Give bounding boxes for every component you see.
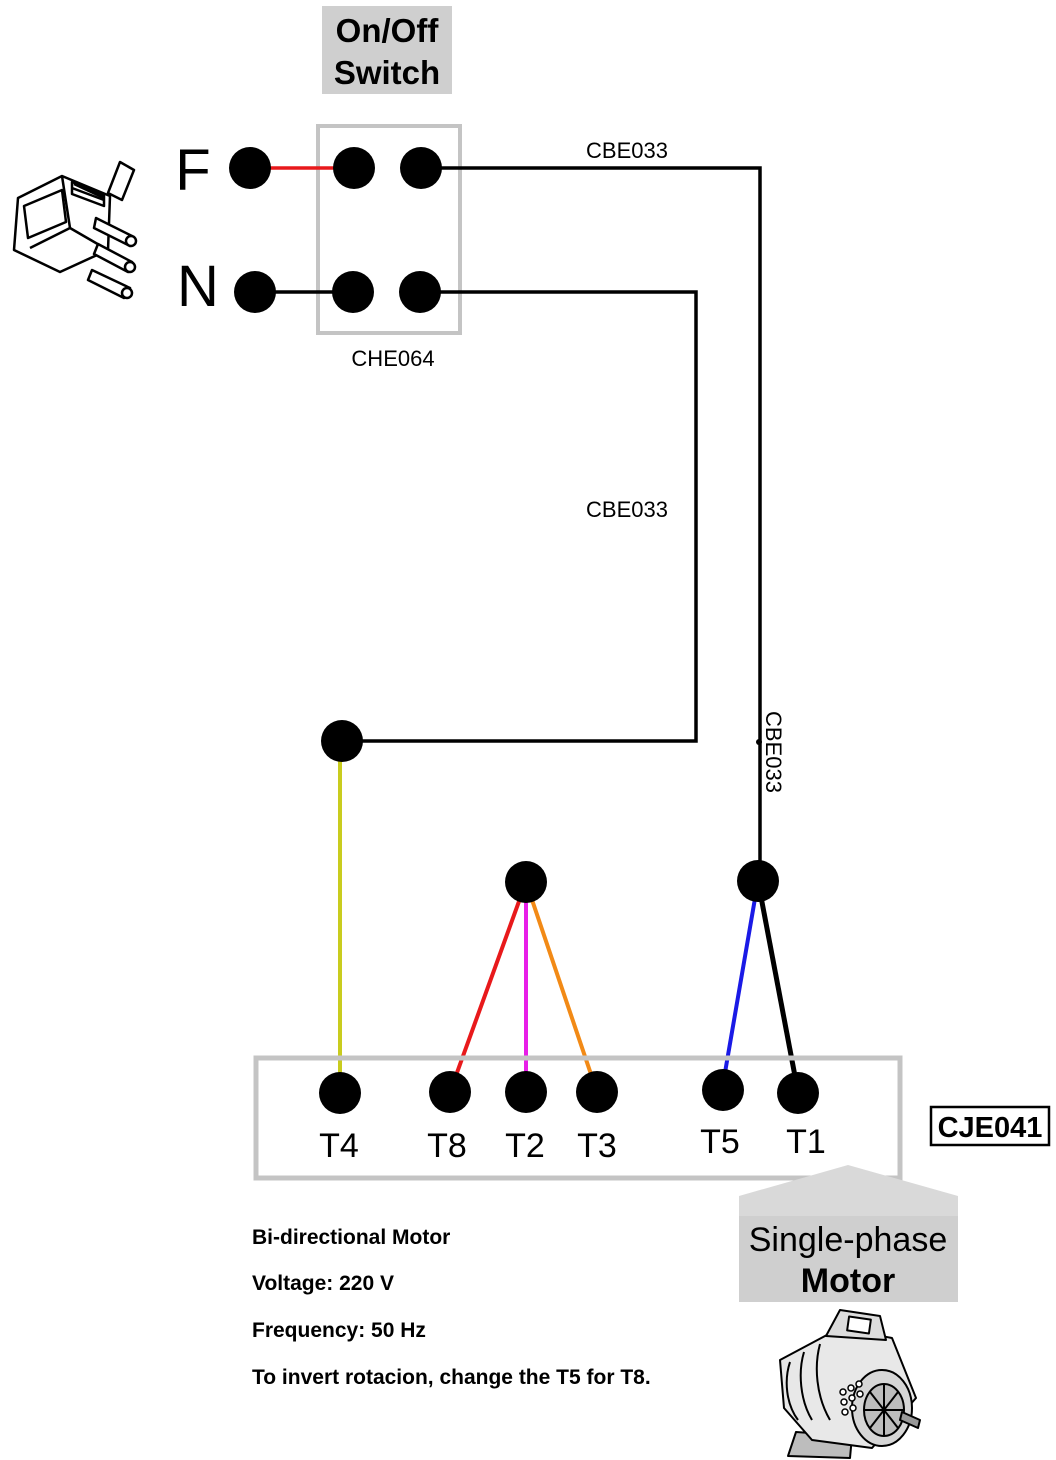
note-line2: Voltage: 220 V — [252, 1272, 394, 1295]
phase-cable-wire — [420, 166, 762, 880]
note-line4: To invert rotacion, change the T5 for T8… — [252, 1366, 651, 1389]
terminal-t2 — [505, 1071, 547, 1113]
terminal-label-t3: T3 — [577, 1127, 617, 1165]
connection-dots — [229, 147, 779, 903]
terminal-t1 — [777, 1072, 819, 1114]
terminal-label-t8: T8 — [427, 1127, 467, 1165]
t5-wire — [720, 880, 760, 1091]
terminal-t3 — [576, 1071, 618, 1113]
vertical-cable-code: CBE033 — [761, 711, 786, 793]
switch-input-neutral-terminal — [332, 271, 374, 313]
switch-part-code: CHE064 — [351, 346, 434, 371]
terminals — [319, 1069, 819, 1114]
motor-label-pointer — [739, 1165, 958, 1216]
switch-output-phase-terminal — [400, 147, 442, 189]
neutral-cable-wire — [342, 290, 698, 743]
terminal-t5 — [702, 1069, 744, 1111]
phase-label: F — [175, 138, 210, 203]
neutral-label: N — [177, 254, 219, 319]
terminal-t8 — [429, 1071, 471, 1113]
t4-junction — [321, 720, 363, 762]
switch-title: On/Off Switch — [322, 6, 452, 94]
motor-icon — [779, 1309, 921, 1459]
plug-icon — [12, 160, 138, 300]
switch-output-neutral-terminal — [399, 271, 441, 313]
motor-label: Single-phase Motor — [739, 1165, 958, 1302]
motor-label-line2: Motor — [801, 1262, 895, 1300]
switch-frame — [316, 124, 462, 335]
switch-input-phase-terminal — [333, 147, 375, 189]
t8-t2-t3-junction — [505, 861, 547, 903]
switch-title-line1: On/Off — [336, 12, 440, 49]
terminal-label-t5: T5 — [700, 1123, 740, 1161]
motor-label-line1: Single-phase — [749, 1221, 947, 1259]
motor-label-background — [739, 1216, 958, 1302]
middle-cable-code: CBE033 — [586, 497, 668, 522]
terminal-box — [253, 1055, 903, 1181]
terminal-box-code-frame — [929, 1105, 1051, 1147]
terminal-label-t2: T2 — [505, 1127, 545, 1165]
neutral-plug-terminal — [234, 271, 276, 313]
note-line3: Frequency: 50 Hz — [252, 1319, 426, 1342]
terminal-t4 — [319, 1072, 361, 1114]
switch-title-background — [322, 6, 452, 94]
cable-marker — [756, 739, 762, 745]
wires — [250, 166, 801, 1093]
terminal-label-t1: T1 — [786, 1123, 826, 1161]
terminal-label-t4: T4 — [319, 1127, 359, 1165]
top-cable-code: CBE033 — [586, 138, 668, 163]
switch-title-line2: Switch — [334, 54, 440, 91]
motor-notes: Bi-directional Motor Voltage: 220 V Freq… — [252, 1226, 651, 1389]
t5-t1-junction — [737, 860, 779, 902]
terminal-labels: T4 T8 T2 T3 T5 T1 — [319, 1123, 826, 1165]
note-line1: Bi-directional Motor — [252, 1226, 450, 1249]
terminal-box-code: CJE041 — [938, 1112, 1043, 1144]
phase-plug-terminal — [229, 147, 271, 189]
